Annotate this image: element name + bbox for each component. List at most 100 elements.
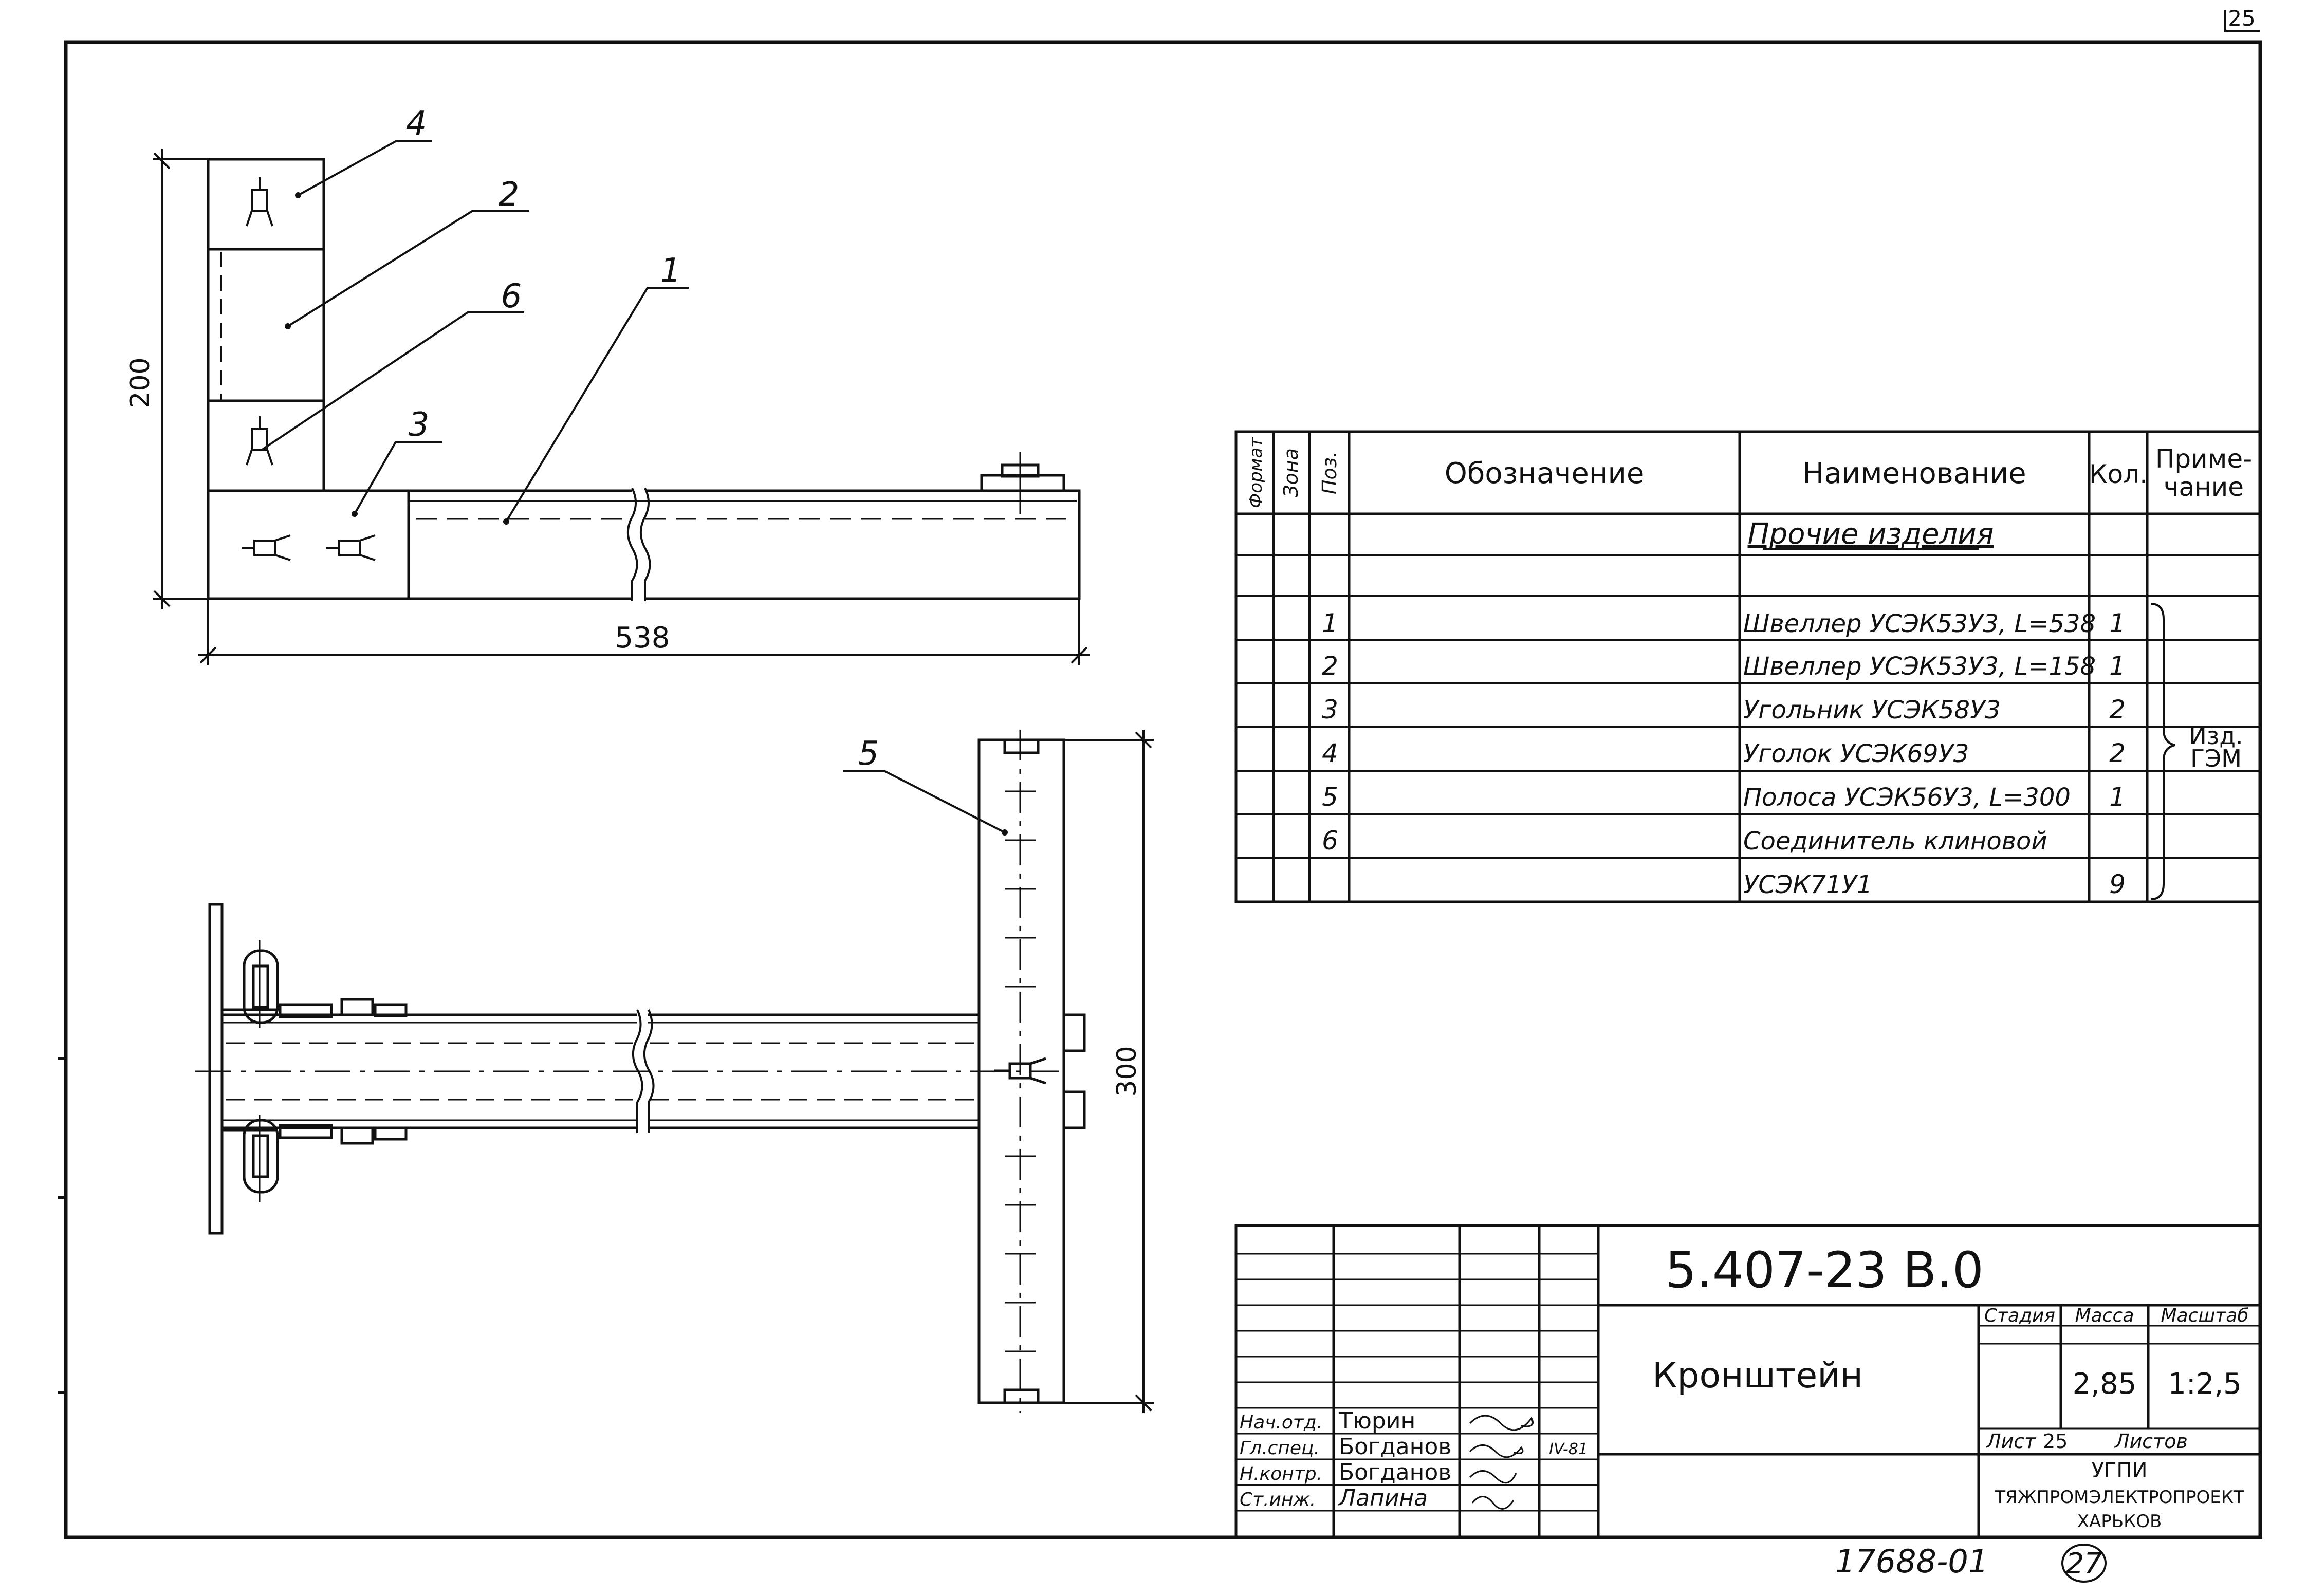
callout-3: 3 (409, 406, 430, 444)
callout-1: 1 (660, 252, 681, 290)
sheet-value: 25 (2043, 1430, 2068, 1453)
left-edge-ticks (58, 1057, 66, 1394)
dimension-strip-label: 300 (1112, 1046, 1142, 1097)
spec-header-name: Наименование (1802, 457, 2026, 490)
dimension-height (153, 149, 208, 609)
table-row: УСЭК71У1 9 (1743, 869, 2126, 899)
spec-row-name: Уголок УСЭК69У3 (1743, 739, 1969, 768)
table-row: 3 Угольник УСЭК58У3 2 (1322, 695, 2126, 725)
list-item: Н.контр. Богданов (1240, 1459, 1517, 1486)
signers: Нач.отд. Тюрин Гл.спец. Богданов Н.контр… (1240, 1408, 1534, 1511)
spec-row-qty: 2 (2109, 738, 2126, 768)
org-line-2: ТЯЖПРОМЭЛЕКТРОПРОЕКТ (1994, 1487, 2244, 1508)
spec-row-pos: 6 (1322, 826, 1338, 856)
spec-header-format: Формат (1246, 437, 1266, 508)
spec-row-pos: 5 (1322, 782, 1338, 812)
doc-code: 5.407-23 В.0 (1665, 1241, 1984, 1299)
spec-row-name: Полоса УСЭК56У3, L=300 (1743, 783, 2071, 812)
corner-mark: 25 (2224, 6, 2260, 32)
spec-header-qty: Кол. (2089, 459, 2148, 489)
org-line-1: УГПИ (2092, 1459, 2148, 1482)
leader-dot (285, 323, 291, 329)
org-line-3: ХАРЬКОВ (2077, 1511, 2162, 1532)
sheet-label: Лист (1985, 1430, 2037, 1453)
spec-row-name: Швеллер УСЭК53У3, L=538 (1743, 609, 2096, 638)
spec-header-note-2: чание (2164, 472, 2244, 502)
plan-view (195, 730, 1086, 1413)
dimension-length (198, 599, 1090, 665)
spec-section-title: Прочие изделия (1748, 517, 1994, 551)
spec-row-name: Соединитель клиновой (1743, 827, 2047, 856)
note-brace (2150, 603, 2175, 900)
spec-row-qty: 1 (2109, 651, 2126, 681)
scale-label: Масштаб (2161, 1305, 2248, 1326)
callout-leader-5 (843, 770, 1005, 833)
callout-6: 6 (501, 277, 522, 316)
spec-row-name: Швеллер УСЭК53У3, L=158 (1743, 652, 2096, 681)
list-item: Ст.инж. Лапина (1240, 1485, 1515, 1511)
list-item: Гл.спец. Богданов (1240, 1434, 1524, 1460)
spec-row-pos: 1 (1322, 608, 1338, 638)
mass-value: 2,85 (2073, 1367, 2137, 1401)
spec-row-pos: 2 (1322, 651, 1338, 681)
page-number-circle (2061, 1544, 2107, 1583)
spec-row-pos: 3 (1322, 695, 1338, 725)
spec-header-pos: Поз. (1318, 451, 1341, 494)
signer-name: Тюрин (1338, 1408, 1415, 1434)
spec-header-designation: Обозначение (1445, 457, 1645, 490)
sign-date: IV-81 (1549, 1440, 1588, 1458)
spec-header-note-1: Приме- (2155, 444, 2252, 474)
spec-table (1234, 430, 2262, 903)
stage-label: Стадия (1984, 1305, 2055, 1326)
table-row: 5 Полоса УСЭК56У3, L=300 1 (1322, 782, 2126, 812)
spec-row-name: Угольник УСЭК58У3 (1743, 696, 2001, 725)
callout-leaders-top (261, 140, 689, 523)
spec-row-qty: 9 (2109, 869, 2126, 899)
signer-name: Лапина (1338, 1485, 1428, 1511)
signature (1469, 1444, 1524, 1458)
spec-row-qty: 2 (2109, 695, 2126, 725)
spec-row-qty: 1 (2109, 782, 2126, 812)
mass-label: Масса (2075, 1305, 2134, 1326)
spec-row-qty: 1 (2109, 608, 2126, 638)
spec-note-1: Изд. (2189, 722, 2243, 750)
corner-mark-label: 25 (2228, 6, 2255, 31)
page-number: 27 (2065, 1547, 2102, 1581)
callout-5: 5 (858, 735, 879, 773)
table-row: 1 Швеллер УСЭК53У3, L=538 1 (1322, 608, 2126, 638)
callout-4: 4 (406, 105, 427, 143)
leader-dot (1002, 829, 1008, 836)
signer-role: Н.контр. (1240, 1463, 1322, 1484)
signer-name: Богданов (1339, 1459, 1451, 1486)
spec-header-zone: Зона (1280, 448, 1302, 497)
product-name: Кронштейн (1652, 1356, 1863, 1396)
table-row: 2 Швеллер УСЭК53У3, L=158 1 (1322, 651, 2126, 681)
table-row: 4 Уголок УСЭК69У3 2 (1322, 738, 2126, 768)
table-row: 6 Соединитель клиновой (1322, 826, 2047, 856)
sheets-label: Листов (2114, 1430, 2188, 1453)
front-view (207, 158, 1081, 601)
spec-note-2: ГЭМ (2190, 745, 2242, 772)
leader-dot (352, 511, 358, 517)
title-block (1234, 1224, 2262, 1539)
dimension-length-label: 538 (615, 621, 670, 655)
leader-dot (503, 518, 509, 525)
spec-row-pos: 4 (1322, 738, 1338, 768)
list-item: Нач.отд. Тюрин (1240, 1408, 1534, 1434)
leader-dot (295, 192, 301, 198)
signature (1471, 1496, 1515, 1510)
signature (1469, 1415, 1534, 1431)
archive-number: 17688-01 (1835, 1543, 1989, 1580)
signature (1469, 1470, 1517, 1484)
signer-role: Нач.отд. (1240, 1412, 1322, 1433)
dimension-height-label: 200 (125, 357, 156, 408)
spec-rows: 1 Швеллер УСЭК53У3, L=538 1 2 Швеллер УС… (1322, 608, 2126, 899)
signer-name: Богданов (1339, 1434, 1451, 1460)
signer-role: Ст.инж. (1240, 1489, 1316, 1510)
dimension-strip (1064, 730, 1154, 1413)
signer-role: Гл.спец. (1240, 1438, 1320, 1459)
spec-row-name: УСЭК71У1 (1743, 870, 1872, 899)
scale-value: 1:2,5 (2168, 1367, 2242, 1401)
callout-2: 2 (499, 176, 520, 214)
